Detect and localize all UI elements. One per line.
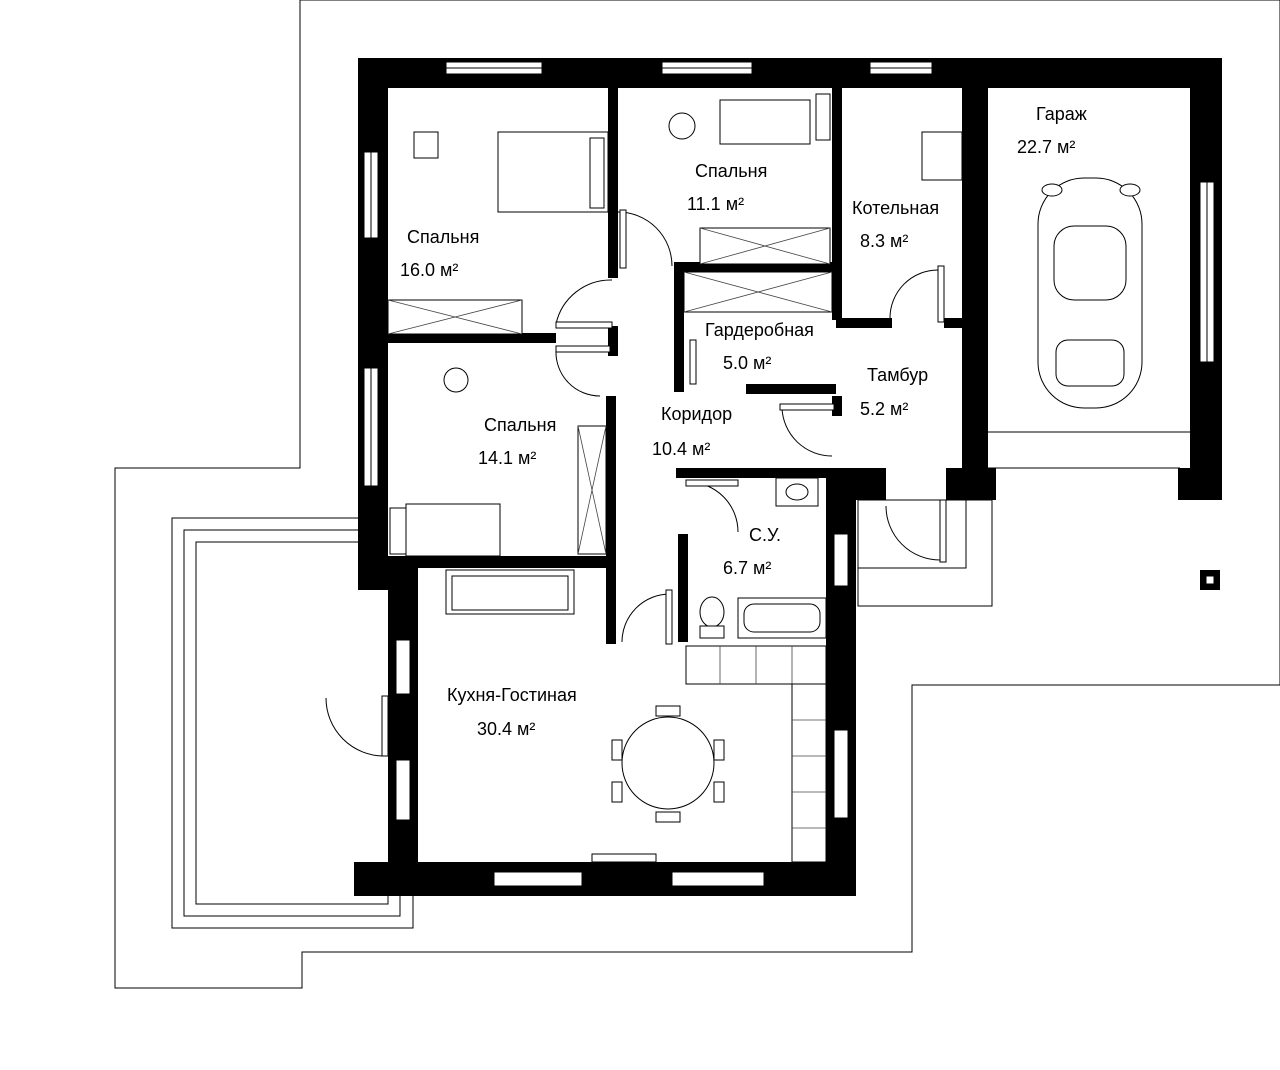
room-area-garage: 22.7 м² xyxy=(1017,137,1075,157)
entrance-porch xyxy=(857,467,1180,607)
doors xyxy=(325,209,947,757)
room-name-corridor: Коридор xyxy=(661,404,732,424)
room-area-boiler: 8.3 м² xyxy=(860,231,908,251)
room-name-bedroom-11: Спальня xyxy=(695,161,767,181)
furniture xyxy=(387,93,1220,863)
room-name-wardrobe: Гардеробная xyxy=(705,320,814,340)
terrace xyxy=(171,517,414,929)
room-name-bedroom-16: Спальня xyxy=(407,227,479,247)
car-icon xyxy=(1037,177,1143,409)
room-labels: Спальня 16.0 м² Спальня 11.1 м² Котельна… xyxy=(400,104,1087,739)
room-area-bedroom-14: 14.1 м² xyxy=(478,448,536,468)
room-area-wardrobe: 5.0 м² xyxy=(723,353,771,373)
room-name-boiler: Котельная xyxy=(852,198,939,218)
room-name-bedroom-14: Спальня xyxy=(484,415,556,435)
room-name-vestibule: Тамбур xyxy=(867,365,928,385)
room-area-kitchen-living: 30.4 м² xyxy=(477,719,535,739)
room-area-bedroom-16: 16.0 м² xyxy=(400,260,458,280)
room-name-garage: Гараж xyxy=(1036,104,1087,124)
room-name-kitchen-living: Кухня-Гостиная xyxy=(447,685,577,705)
site-outline xyxy=(114,0,1280,989)
room-name-bathroom: С.У. xyxy=(749,525,781,545)
room-area-bathroom: 6.7 м² xyxy=(723,558,771,578)
windows xyxy=(363,61,1215,887)
room-area-corridor: 10.4 м² xyxy=(652,439,710,459)
exterior-walls xyxy=(354,58,1222,896)
room-area-vestibule: 5.2 м² xyxy=(860,399,908,419)
room-area-bedroom-11: 11.1 м² xyxy=(687,194,744,214)
interior-walls xyxy=(388,88,966,644)
